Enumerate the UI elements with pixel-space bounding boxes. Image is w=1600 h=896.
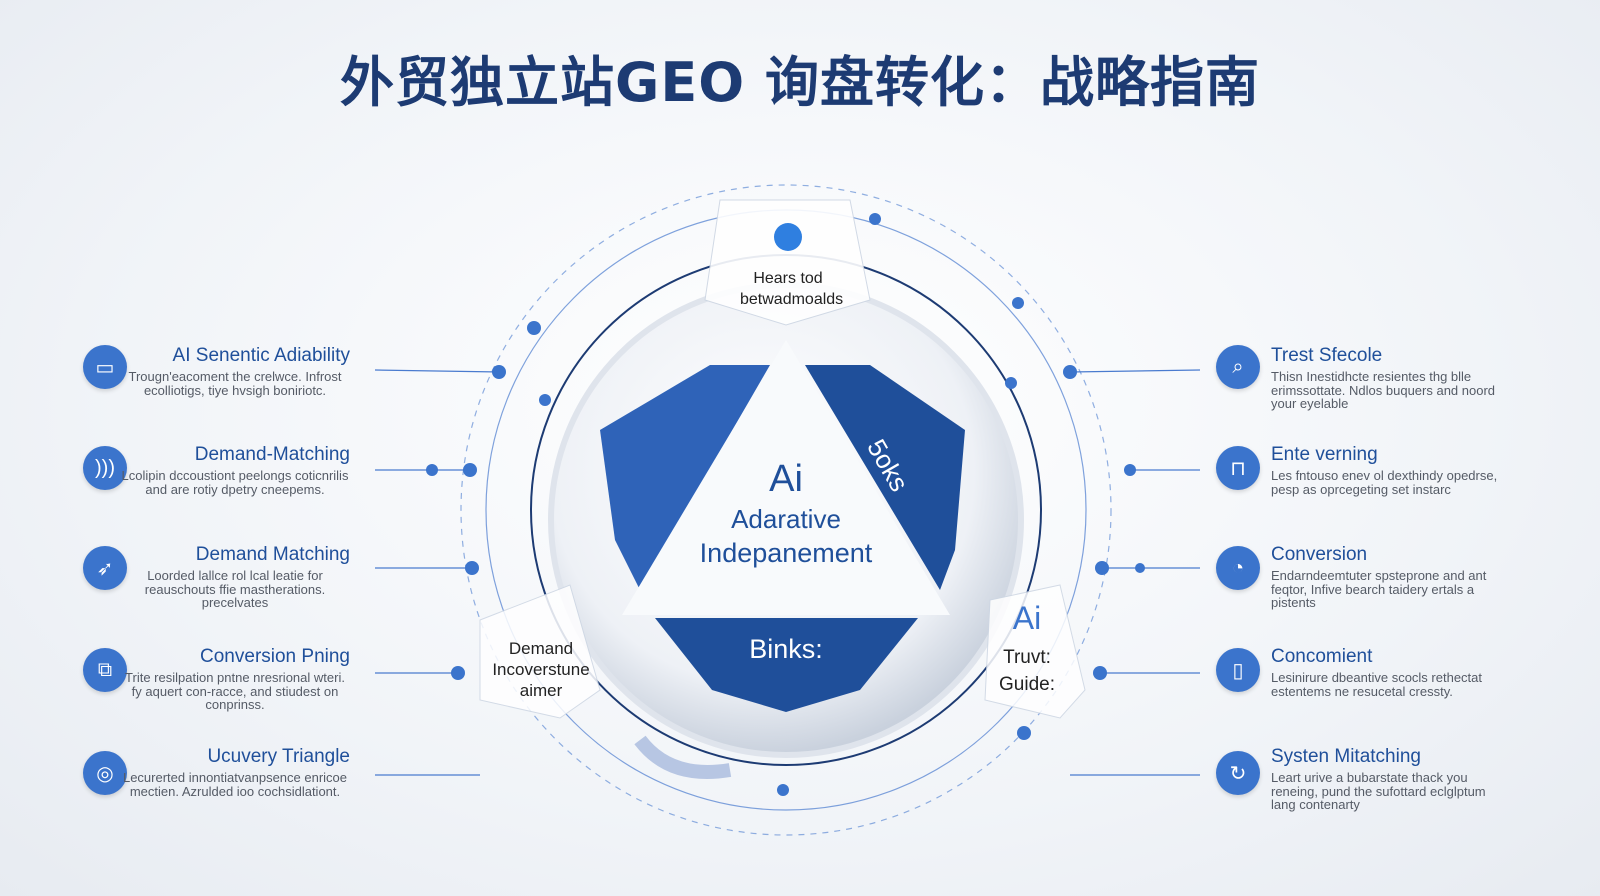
core-line1: Adarative (731, 504, 841, 534)
item-desc: Lecurerted innontiatvanpsence enricoe me… (122, 770, 348, 799)
item-title: AI Senentic Adiability (172, 345, 350, 366)
box-icon: ⊓ (1216, 446, 1260, 490)
item-title: Ente verning (1271, 444, 1378, 465)
item-title: Systen Mitatching (1271, 746, 1421, 767)
left-wing (600, 365, 770, 590)
item-title: Conversion (1271, 544, 1368, 565)
connector-lines (374, 369, 1201, 776)
chat-icon: ▭ (83, 345, 127, 389)
item-desc: Leart urive a bubarstate thack you renei… (1271, 770, 1486, 812)
item-desc: Loorded lallce rol lcal leatie for reaus… (144, 568, 326, 610)
core-triangle (622, 340, 950, 615)
bottom-band (655, 618, 918, 712)
top-hexagon (704, 199, 871, 326)
phone-icon: ▯ (1216, 648, 1260, 692)
arrow-icon (634, 735, 732, 779)
item-title: Trest Sfecole (1271, 345, 1383, 366)
bottom-left-hexagon (479, 584, 601, 719)
item-desc: Trite resilpation pntne nresrional wteri… (125, 670, 345, 712)
gauge-icon: ◔ (1216, 546, 1260, 590)
core-ai: Ai (769, 458, 803, 500)
item-title: Concomient (1271, 646, 1373, 667)
bottom-right-ai: Ai (1012, 600, 1042, 636)
item-desc: Les fntouso enev ol dexthindy opedrse, p… (1271, 468, 1498, 497)
item-desc: Thisn Inestidhcte resientes thg blle eri… (1271, 369, 1496, 411)
bottom-band-label: Binks: (749, 634, 823, 664)
item-desc: Lesinirure dbeantive scocls rethectat es… (1271, 670, 1483, 699)
top-label: Hears tod betwadmoalds (740, 270, 844, 308)
item-title: Ucuvery Triangle (207, 746, 350, 767)
item-desc: Lcolipin dccoustiont peelongs coticnrili… (121, 468, 349, 497)
speech-icon: ⌕ (1216, 345, 1260, 389)
right-wing (805, 365, 965, 590)
page-title: 外贸独立站GEO 询盘转化：战略指南 (340, 51, 1260, 114)
orbit-dots (426, 213, 1145, 796)
route-icon: ↻ (1216, 751, 1260, 795)
signal-icon: ))) (83, 446, 127, 490)
item-desc: Endarndeemtuter spsteprone and ant feqto… (1271, 568, 1487, 610)
rocket-icon: ➶ (83, 546, 127, 590)
item-title: Demand-Matching (194, 444, 350, 465)
target-icon: ◎ (83, 751, 127, 795)
bottom-right-label: Truvt: Guide: (999, 647, 1055, 695)
bottom-left-label: Demand Incoverstune aimer (492, 639, 590, 700)
core-line2: Indepanement (699, 538, 873, 568)
item-desc: Trougn'eacoment the crelwce. Infrost eco… (128, 369, 342, 398)
item-title: Demand Matching (195, 544, 350, 565)
bottom-right-hexagon (984, 584, 1086, 719)
p-logo-icon (774, 223, 802, 251)
share-icon: ⧉ (83, 648, 127, 692)
item-title: Conversion Pning (200, 646, 350, 667)
